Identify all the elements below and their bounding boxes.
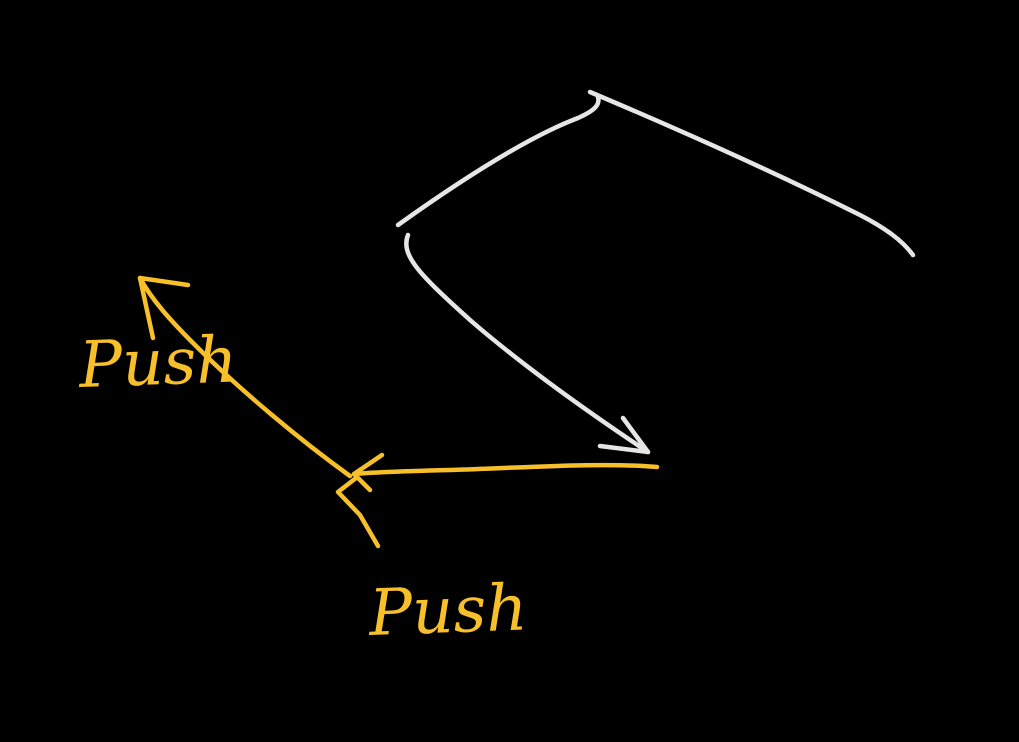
white-arrow-shaft <box>404 232 651 455</box>
white-stroke-upper-left-slope <box>395 94 601 228</box>
yellow-junction-hook <box>335 475 381 549</box>
white-stroke-upper-right-slope <box>587 89 916 258</box>
white-arrow-head <box>597 415 651 455</box>
yellow-horizontal-arrow-head <box>351 452 385 493</box>
push-label-lower: Push <box>367 571 529 651</box>
yellow-diagonal-arrow-shaft <box>137 275 353 479</box>
push-label-upper: Push <box>77 323 239 403</box>
yellow-diagonal-arrow-head <box>137 275 191 341</box>
yellow-horizontal-arrow-shaft <box>351 462 660 477</box>
